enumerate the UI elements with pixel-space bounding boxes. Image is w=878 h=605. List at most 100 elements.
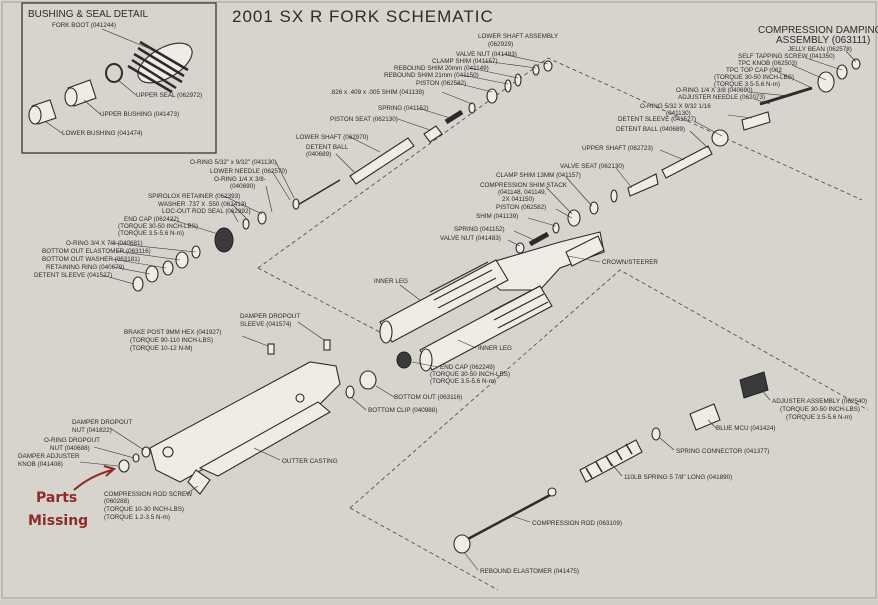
label-damper-dropout-nut-line2: NUT (041822) [72,427,112,434]
label-oring-14-38-top-line2: (040690) [230,183,255,190]
label-lower-shaft: LOWER SHAFT (062970) [296,134,368,141]
label-bottom-out-washer: BOTTOM OUT WASHER (063181) [42,256,140,263]
label-rebound-shim-21: REBOUND SHIM 21mm (041150) [384,72,479,79]
label-upper-shaft: UPPER SHAFT (062723) [582,145,653,152]
label-adjuster-assembly-line3: (TORQUE 3.5-5.6 N-m) [786,414,852,421]
label-detent-sleeve-right: DETENT SLEEVE (041527) [618,116,696,123]
label-compression-damping-line2: ASSEMBLY (063111) [776,35,870,46]
label-damper-dropout-sleeve-line2: SLEEVE (041574) [240,321,291,328]
label-oring-532-right-line2: (041130) [666,110,691,117]
end-cap-bottom-out-parts [345,351,412,399]
label-spring-connector: SPRING CONNECTOR (041377) [676,448,769,455]
label-bottom-clip: BOTTOM CLIP (040988) [368,407,437,414]
label-retaining-ring: RETAINING RING (040679) [46,264,124,271]
label-compression-rod-screw-detail2: (TORQUE 10-30 INCH-LBS) [104,506,184,513]
label-spring-mid: SPRING (041152) [454,226,505,233]
label-end-cap-mid-torque1: (TORQUE 30-50 INCH-LBS) [430,371,510,378]
inner-leg-parts [379,259,553,372]
parts-missing-annotation: Parts Missing [28,465,117,529]
schematic-title: 2001 SX R FORK SCHEMATIC [232,7,494,26]
compression-damping-parts [515,58,861,254]
label-oring-532-right-line1: O-RING 5/32 X 9/32 1/16 [640,103,711,110]
label-bottom-out: BOTTOM OUT (063116) [394,394,462,401]
label-lower-needle: LOWER NEEDLE (062570) [210,168,287,175]
label-valve-seat: VALVE SEAT (062130) [560,163,624,170]
label-rebound-elastomer: REBOUND ELASTOMER (041475) [480,568,579,575]
label-blue-mcu: BLUE MCU (041424) [716,425,776,432]
label-adjuster-needle: ADJUSTER NEEDLE (062073) [678,94,765,101]
label-brake-post-line1: BRAKE POST 9MM HEX (041927) [124,329,222,336]
label-lower-shaft-assembly-line2: (062929) [488,41,513,48]
label-compression-shim-stack-line1: COMPRESSION SHIM STACK [480,182,568,189]
label-compression-rod-screw: COMPRESSION ROD SCREW [104,491,192,498]
lower-bushing-part [28,99,57,125]
label-clamp-shim-top: CLAMP SHIM (041157) [432,58,498,65]
label-valve-nut-top: VALVE NUT (041483) [456,51,517,58]
label-spring-110lb: 110LB SPRING 5 7/8" LONG (041890) [624,474,732,481]
label-inner-leg-2: INNER LEG [478,345,512,352]
fork-boot-part [127,40,193,94]
label-oring-14-38-top-line1: O-RING 1/4 X 3/8- [214,176,266,183]
label-compression-rod: COMPRESSION ROD (063109) [532,520,622,527]
label-damper-dropout-sleeve-line1: DAMPER DROPOUT [240,313,300,320]
label-self-tapping-screw: SELF TAPPING SCREW (041350) [738,53,835,60]
label-outter-casting: OUTTER CASTING [282,458,338,465]
label-damper-dropout-nut-line1: DAMPER DROPOUT [72,419,132,426]
label-end-cap-mid: END CAP (062249) [440,364,495,371]
label-compression-shim-stack-line2: (041148, 041149, [498,189,547,196]
label-valve-nut-mid: VALVE NUT (041483) [440,235,501,242]
label-piston-seat: PISTON SEAT (062130) [330,116,398,123]
label-lower-shaft-assembly-line1: LOWER SHAFT ASSEMBLY [478,33,559,40]
label-rebound-shim-20: REBOUND SHIM 20mm (041149) [394,65,489,72]
label-tpc-top-cap-torque1: (TORQUE 30-50 INCH-LBS) [714,74,794,81]
label-adjuster-assembly-line2: (TORQUE 30-50 INCH-LBS) [780,406,860,413]
lower-shaft-group-outline [257,57,863,269]
label-shim-mid: SHIM (041139) [476,213,518,220]
label-end-cap-top-torque2: (TORQUE 3.5-5.6 N-m) [118,230,184,237]
label-detent-sleeve-left: DETENT SLEEVE (041527) [34,272,112,279]
label-washer-737: WASHER .737 X .550 (062413) [158,201,246,208]
label-tpc-top-cap-torque2: (TORQUE 3.5-5.6 N-m) [714,81,780,88]
label-oring-14-38-right: O-RING 1/4 X 3/8 (040690) [676,87,753,94]
label-oring-532: O-RING 5/32" x 9/32" (041130) [190,159,277,166]
label-locout-rod-seal: LOC-OUT ROD SEAL (062392) [162,208,251,215]
label-spirolox: SPIROLOX RETAINER (062393) [148,193,240,200]
label-piston-mid: PISTON (062582) [496,204,546,211]
upper-bushing-part [64,79,97,107]
label-adjuster-assembly-line1: ADJUSTER ASSEMBLY (062540) [772,398,867,405]
label-brake-post-line2: (TORQUE 90-110 INCH-LBS) [130,337,213,344]
label-damper-adjuster-knob-line1: DAMPER ADJUSTER [18,453,80,460]
label-oring-dropout-line1: O-RING DROPOUT [44,437,100,444]
label-lower-bushing: LOWER BUSHING (041474) [62,130,143,137]
label-detent-ball-right: DETENT BALL (040689) [616,126,685,133]
label-damper-adjuster-knob-line2: KNOB (041408) [18,461,63,468]
label-tpc-knob: TPC KNOB (062503) [738,60,797,67]
outer-casting-part [149,339,341,495]
label-detent-ball-top-line2: (040689) [306,151,331,158]
label-tpc-top-cap: TPC TOP CAP (062 [726,67,782,74]
cartridge-parts [453,371,769,554]
label-upper-bushing: UPPER BUSHING (041473) [100,111,179,118]
label-jelly-bean: JELLY BEAN (062578) [788,46,852,53]
annotation-line1: Parts [36,490,77,506]
label-compression-rod-screw-detail3: (TORQUE 1.2-3.5 N-m) [104,514,170,521]
detail-box-title: BUSHING & SEAL DETAIL [28,9,148,20]
label-compression-rod-screw-detail1: (060288) [104,498,129,505]
label-crown-steerer: CROWN/STEERER [602,259,658,266]
label-bottom-out-elastomer: BOTTOM OUT ELASTOMER (063116) [42,248,151,255]
label-spring-top: SPRING (041152) [378,105,429,112]
annotation-line2: Missing [28,513,88,529]
label-brake-post-line3: (TORQUE 10-12 N-M) [130,345,193,352]
upper-seal-part [105,63,123,83]
label-inner-leg-1: INNER LEG [374,278,408,285]
label-end-cap-top-torque1: (TORQUE 30-50 INCH-LBS) [118,223,198,230]
label-fork-boot: FORK BOOT (041244) [52,22,116,29]
label-end-cap-mid-torque2: (TORQUE 3.5-5.6 N-m) [430,378,496,385]
detail-box [21,2,217,154]
cartridge-group-outline [349,269,869,509]
damper-adjuster-parts [118,446,151,473]
label-piston-top: PISTON (062582) [416,80,466,87]
label-end-cap-top: END CAP (062422) [124,216,179,223]
label-compression-damping-line1: COMPRESSION DAMPING [758,25,878,36]
